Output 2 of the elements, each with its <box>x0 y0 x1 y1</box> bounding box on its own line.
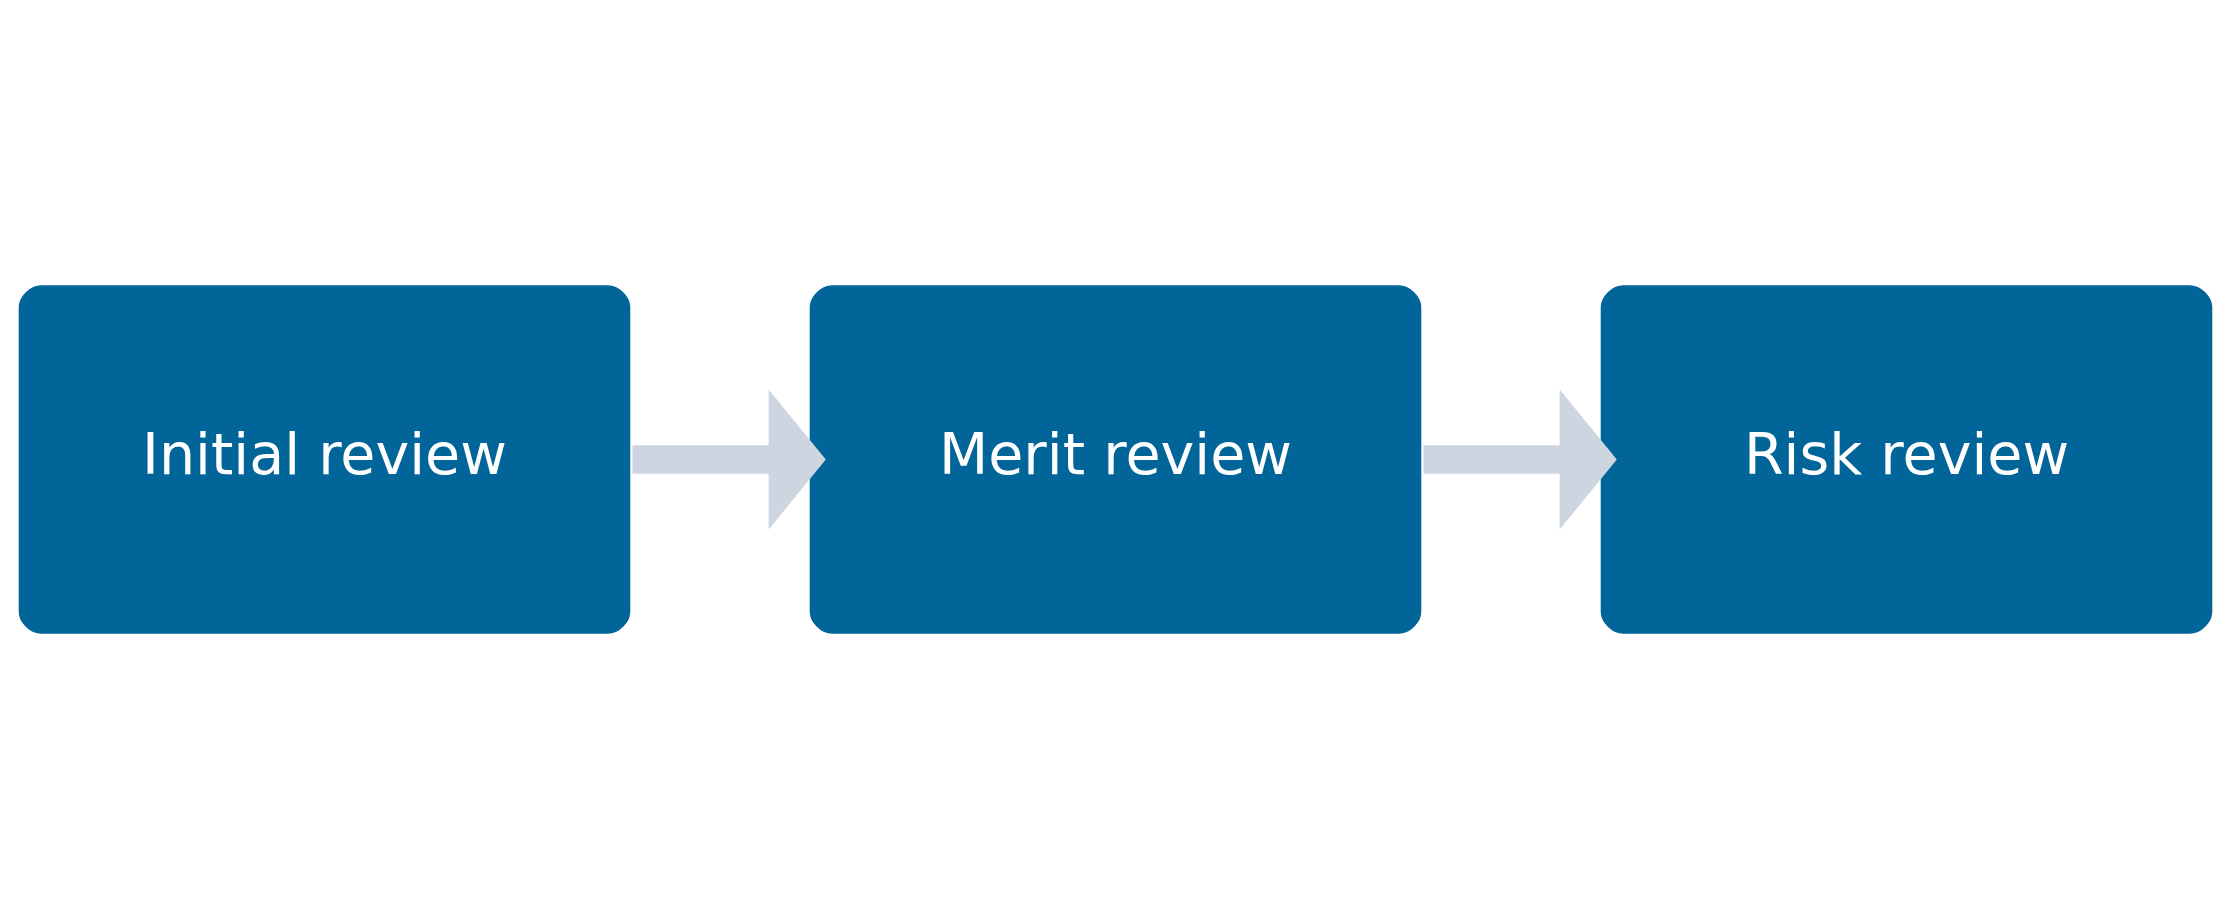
arrow <box>632 388 826 530</box>
arrow <box>1423 388 1617 530</box>
